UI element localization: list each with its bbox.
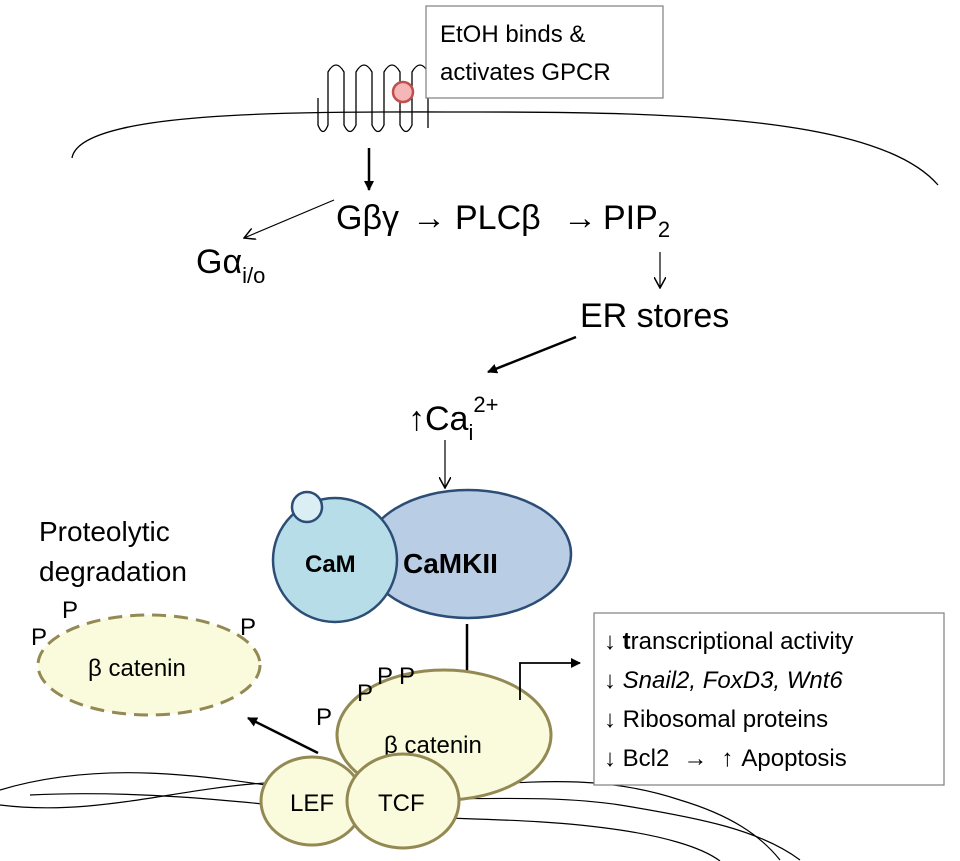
ethanol-binding-dot	[393, 82, 413, 102]
degradation-line-2: degradation	[39, 556, 187, 587]
camkii-label: CaMKII	[403, 548, 498, 579]
plc-to-pip-arrow: →	[563, 199, 597, 237]
degraded-beta-catenin-ellipse	[38, 615, 260, 715]
phospho-mark: P	[399, 663, 415, 690]
calcium-increase-label: ↑Cai2+	[408, 392, 498, 445]
gbg-to-plc-arrow: →	[412, 199, 446, 237]
g-beta-gamma-label: Gβγ	[336, 199, 399, 237]
cam-label: CaM	[305, 551, 356, 578]
ethanol-binding-dot-outline	[391, 80, 415, 104]
callout-line-2: activates GPCR	[440, 59, 611, 86]
effect-ribosomal-proteins: ↓ Ribosomal proteins	[604, 706, 828, 733]
phospho-mark: P	[316, 704, 332, 731]
phospho-mark: P	[357, 680, 373, 707]
degraded-beta-catenin-outline	[36, 613, 262, 717]
phospho-mark: P	[240, 614, 256, 641]
gbg-to-galpha-arrow	[244, 199, 335, 238]
tcf-ellipse	[347, 754, 459, 848]
effects-box	[593, 612, 945, 786]
plc-beta-label: PLCβ	[455, 199, 541, 237]
effect-transcriptional-activity: ↓ transcriptional activity	[604, 628, 853, 655]
phospho-mark: P	[377, 663, 393, 690]
g-alpha-label: Gαi/o	[196, 243, 265, 288]
tcf-label: TCF	[378, 790, 425, 817]
to-degradation-arrow	[247, 716, 319, 755]
lef-label: LEF	[290, 790, 334, 817]
transcription-start-arrow	[519, 658, 581, 700]
camkii-ellipse	[365, 490, 571, 618]
cam-circle	[273, 498, 397, 622]
degradation-line-1: Proteolytic	[39, 516, 170, 547]
er-to-calcium-arrow	[487, 335, 577, 374]
er-stores-label: ER stores	[580, 297, 729, 335]
effects-list: ↓ transcriptional activity ↓ Snail2, Fox…	[604, 628, 853, 772]
effect-neural-crest-genes: ↓ Snail2, FoxD3, Wnt6	[604, 667, 843, 694]
phospho-mark: P	[31, 624, 47, 651]
effect-bcl2-apoptosis: ↓ Bcl2→↑Apoptosis	[604, 745, 847, 772]
lef-ellipse	[261, 757, 363, 845]
cam-circle-outline	[271, 496, 399, 624]
tcf-ellipse-outline	[345, 752, 461, 850]
pip2-label: PIP2	[603, 199, 670, 242]
callout-line-1: EtOH binds &	[440, 21, 585, 48]
callout-box	[425, 5, 664, 99]
phospho-mark: P	[62, 597, 78, 624]
calcium-bound-dot	[290, 490, 324, 524]
degraded-beta-catenin-label: β catenin	[88, 655, 186, 682]
cell-membrane	[71, 111, 939, 186]
gpcr-receptor	[317, 64, 429, 133]
